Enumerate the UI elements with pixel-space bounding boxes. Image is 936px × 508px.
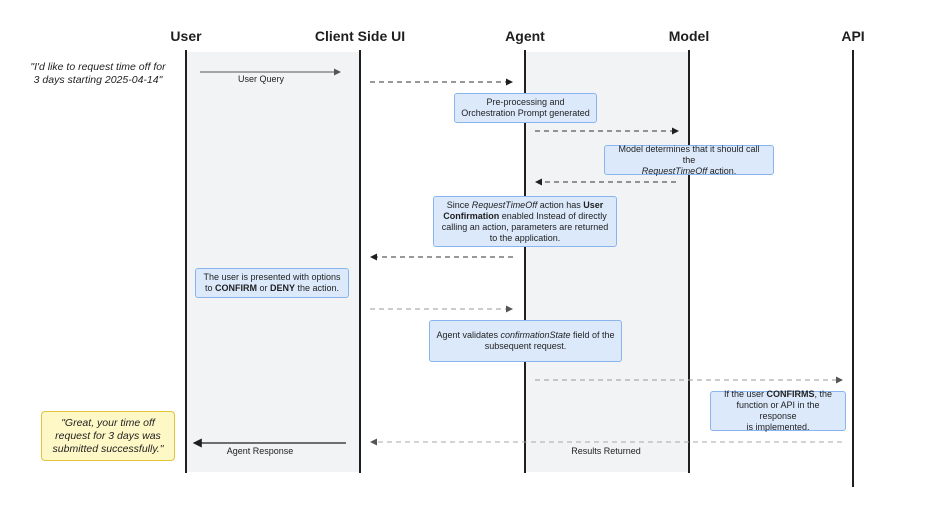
note-presented-p3: the action.: [295, 283, 340, 293]
final-response-line2: request for 3 days was: [55, 429, 161, 442]
actor-client-side-ui: Client Side UI: [314, 28, 406, 44]
note-validates-line2: subsequent request.: [484, 341, 567, 351]
note-model-determines: Model determines that it should call the…: [604, 143, 774, 177]
note-model-line1: Model determines that it should call the: [618, 143, 760, 165]
actor-model: Model: [668, 28, 710, 44]
note-confirms-line1: If the user CONFIRMS, the: [717, 389, 839, 400]
label-user-query: User Query: [237, 74, 285, 84]
note-confirms-line2: function or API in the response: [736, 400, 820, 421]
label-agent-response: Agent Response: [226, 446, 294, 456]
note-confirms-p1: If the user: [723, 389, 767, 399]
note-validates-p1: Agent validates: [436, 330, 501, 340]
note-user-presented: The user is presented with options to CO…: [195, 268, 349, 298]
note-since-line3: calling an action, parameters are return…: [441, 221, 609, 232]
note-since-line4: to the application.: [489, 232, 561, 243]
user-lifeline: [185, 50, 187, 473]
note-presented-deny: DENY: [269, 283, 295, 293]
note-presented-line1: The user is presented with options: [203, 272, 341, 282]
note-since-bold1: User: [583, 199, 604, 210]
final-response-line3: submitted successfully.": [52, 442, 164, 455]
note-presented-confirm: CONFIRM: [214, 283, 257, 293]
note-validates-p2: field of the: [570, 330, 615, 340]
note-model-line2: RequestTimeOff action.: [611, 166, 767, 177]
note-since-italic: RequestTimeOff: [471, 199, 538, 210]
note-validates-italic: confirmationState: [500, 330, 571, 340]
actor-agent: Agent: [505, 28, 545, 44]
actor-api: API: [841, 28, 865, 44]
agent-lifeline: [524, 50, 526, 473]
user-lane-background: [186, 52, 360, 472]
final-response-line1: "Great, your time off: [61, 416, 155, 429]
user-request-quote: "I'd like to request time off for 3 days…: [18, 61, 178, 87]
label-results-returned: Results Returned: [571, 446, 641, 456]
note-model-suffix: action.: [707, 165, 737, 176]
note-preprocessing-line2: Orchestration Prompt generated: [461, 108, 590, 118]
note-agent-validates: Agent validates confirmationState field …: [429, 320, 622, 362]
note-since-p1: Since: [446, 199, 472, 210]
note-confirms-p2: , the: [814, 389, 833, 399]
api-lifeline: [852, 50, 854, 487]
model-lifeline: [688, 50, 690, 473]
note-presented-p2: or: [256, 283, 270, 293]
note-since-line2: Confirmation enabled Instead of directly: [440, 211, 610, 222]
note-model-italic: RequestTimeOff: [641, 165, 708, 176]
note-confirms-line3: is implemented.: [746, 422, 810, 432]
note-confirms-bold: CONFIRMS: [766, 389, 815, 399]
note-since-p2: action has: [537, 199, 584, 210]
final-response-quote: "Great, your time off request for 3 days…: [41, 411, 175, 461]
note-since-bold2: Confirmation: [443, 210, 500, 221]
client-lifeline: [359, 50, 361, 473]
actor-user: User: [170, 28, 202, 44]
note-since-line1: Since RequestTimeOff action has User: [440, 200, 610, 211]
note-preprocessing: Pre-processing and Orchestration Prompt …: [454, 93, 597, 123]
note-user-confirms: If the user CONFIRMS, the function or AP…: [710, 389, 846, 432]
note-validates-line1: Agent validates confirmationState field …: [436, 330, 615, 341]
note-preprocessing-line1: Pre-processing and: [486, 97, 565, 107]
user-request-line1: "I'd like to request time off for: [30, 61, 166, 73]
note-user-confirmation: Since RequestTimeOff action has User Con…: [433, 196, 617, 247]
note-since-p3: enabled Instead of directly: [499, 210, 607, 221]
note-presented-line2: to CONFIRM or DENY the action.: [202, 283, 342, 294]
note-presented-p1: to: [204, 283, 215, 293]
user-request-line2: 3 days starting 2025-04-14": [33, 74, 163, 86]
